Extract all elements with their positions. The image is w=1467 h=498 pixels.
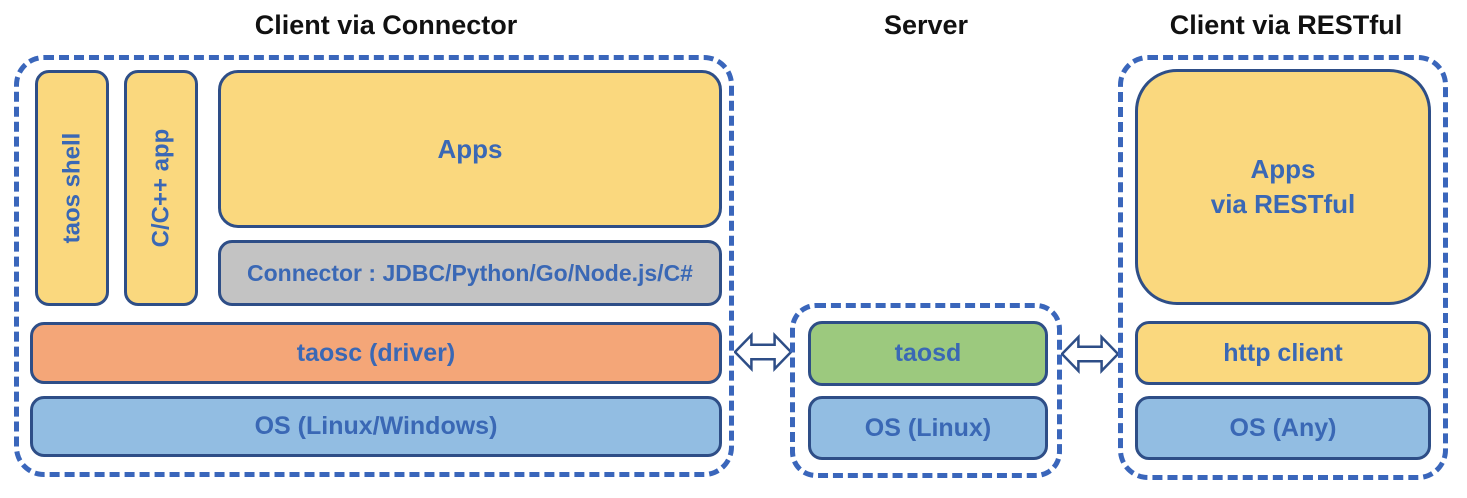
taosd-label: taosd — [894, 339, 962, 367]
os-linux-box: OS (Linux) — [808, 396, 1048, 460]
taosc-driver-box: taosc (driver) — [30, 322, 722, 384]
os-any-label: OS (Any) — [1229, 413, 1337, 442]
http-client-box: http client — [1135, 321, 1431, 385]
cpp-app-box: C/C++ app — [124, 70, 198, 306]
section-title-client-via-restful: Client via RESTful — [1169, 10, 1403, 40]
taos-shell-label: taos shell — [58, 132, 85, 244]
right-left-double-arrow-icon — [1061, 329, 1119, 379]
os-linux-windows-box: OS (Linux/Windows) — [30, 396, 722, 457]
connector-bar-box: Connector : JDBC/Python/Go/Node.js/C# — [218, 240, 722, 306]
server-group-outline — [790, 303, 1062, 478]
apps-box: Apps — [218, 70, 722, 228]
section-title-server: Server — [883, 10, 969, 40]
cpp-app-label: C/C++ app — [147, 128, 175, 248]
connector-bar-label: Connector : JDBC/Python/Go/Node.js/C# — [247, 259, 693, 286]
http-client-label: http client — [1223, 338, 1343, 367]
taosc-driver-label: taosc (driver) — [296, 338, 456, 367]
apps-via-restful-label: Apps via RESTful — [1210, 153, 1356, 219]
taos-shell-box: taos shell — [35, 70, 109, 306]
left-right-double-arrow-icon — [734, 327, 792, 377]
apps-via-restful-box: Apps via RESTful — [1135, 69, 1431, 305]
os-linux-windows-label: OS (Linux/Windows) — [254, 412, 498, 440]
section-title-client-via-connector: Client via Connector — [254, 10, 518, 40]
taosd-box: taosd — [808, 321, 1048, 386]
connector-group-outline — [14, 55, 734, 477]
os-any-box: OS (Any) — [1135, 396, 1431, 460]
os-linux-label: OS (Linux) — [864, 413, 992, 442]
restful-group-outline — [1118, 55, 1448, 480]
apps-label: Apps — [437, 133, 503, 164]
